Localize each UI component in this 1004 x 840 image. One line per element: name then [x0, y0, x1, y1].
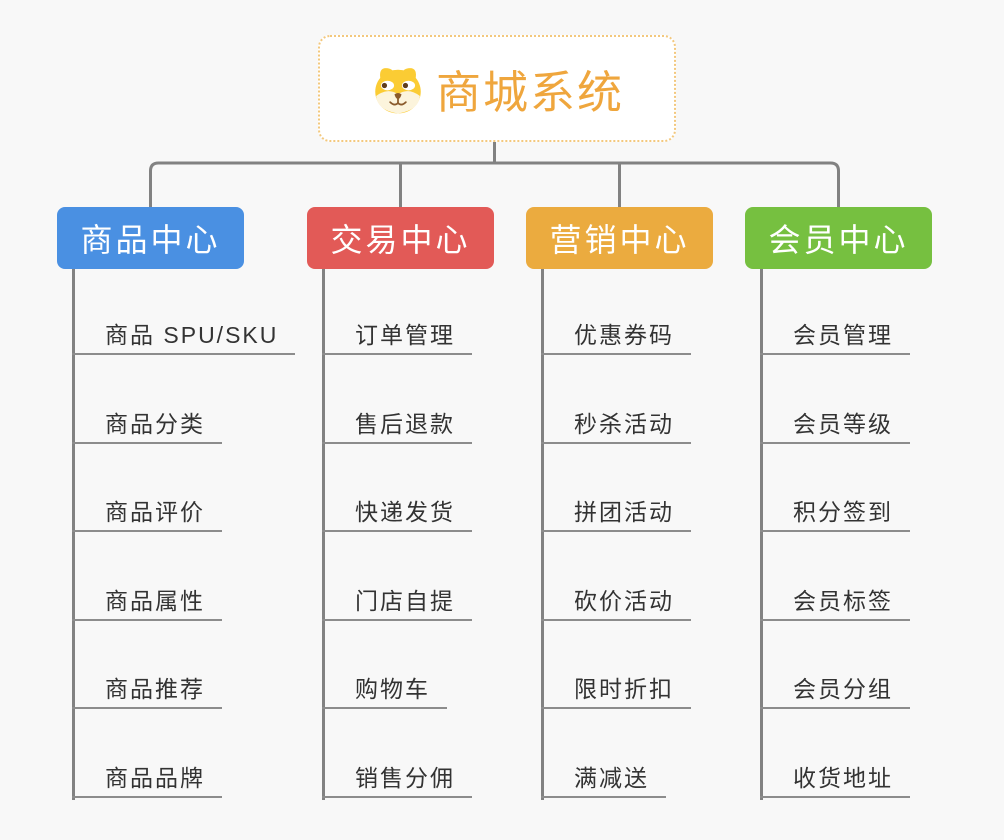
subtopic-list: 订单管理 售后退款 快递发货 门店自提 购物车 销售分佣 [307, 269, 494, 798]
subtopic-node-member-center-3[interactable]: 会员标签 [760, 582, 910, 621]
branch-connector-line [72, 269, 75, 800]
subtopic-node-member-center-4[interactable]: 会员分组 [760, 670, 910, 709]
branch-column-marketing-center: 营销中心 优惠券码 秒杀活动 拼团活动 砍价活动 限时折扣 满减送 [526, 207, 713, 800]
subtopic-node-trade-center-2[interactable]: 快递发货 [322, 493, 472, 532]
branch-label: 商品中心 [80, 222, 221, 258]
subtopic-row: 限时折扣 [526, 621, 713, 709]
subtopic-row: 收货地址 [745, 709, 932, 798]
subtopic-node-trade-center-5[interactable]: 销售分佣 [322, 759, 472, 798]
subtopic-row: 积分签到 [745, 444, 932, 532]
subtopic-node-trade-center-0[interactable]: 订单管理 [322, 316, 472, 355]
subtopic-row: 销售分佣 [307, 709, 494, 798]
subtopic-list: 会员管理 会员等级 积分签到 会员标签 会员分组 收货地址 [745, 269, 932, 798]
subtopic-row: 秒杀活动 [526, 355, 713, 444]
subtopic-row: 快递发货 [307, 444, 494, 532]
subtopic-node-product-center-4[interactable]: 商品推荐 [72, 670, 222, 709]
subtopic-node-product-center-3[interactable]: 商品属性 [72, 582, 222, 621]
subtopic-row: 商品属性 [57, 532, 244, 621]
subtopic-node-product-center-2[interactable]: 商品评价 [72, 493, 222, 532]
branch-column-product-center: 商品中心 商品 SPU/SKU 商品分类 商品评价 商品属性 商品推荐 商品品牌 [57, 207, 296, 800]
branch-connector-line [541, 269, 544, 800]
subtopic-row: 会员标签 [745, 532, 932, 621]
branch-label: 会员中心 [768, 222, 909, 258]
subtopic-row: 商品品牌 [57, 709, 244, 798]
branch-node-trade-center[interactable]: 交易中心 [307, 207, 494, 269]
subtopic-row: 商品推荐 [57, 621, 244, 709]
branch-connector-line [760, 269, 763, 800]
subtopic-row: 会员分组 [745, 621, 932, 709]
subtopic-node-marketing-center-0[interactable]: 优惠券码 [541, 316, 691, 355]
subtopic-node-product-center-5[interactable]: 商品品牌 [72, 759, 222, 798]
branch-label: 交易中心 [330, 222, 471, 258]
subtopic-node-product-center-0[interactable]: 商品 SPU/SKU [72, 316, 296, 355]
subtopic-node-marketing-center-2[interactable]: 拼团活动 [541, 493, 691, 532]
subtopic-node-member-center-2[interactable]: 积分签到 [760, 493, 910, 532]
branch-column-member-center: 会员中心 会员管理 会员等级 积分签到 会员标签 会员分组 收货地址 [745, 207, 932, 800]
subtopic-node-product-center-1[interactable]: 商品分类 [72, 405, 222, 444]
subtopic-node-marketing-center-1[interactable]: 秒杀活动 [541, 405, 691, 444]
subtopic-row: 售后退款 [307, 355, 494, 444]
subtopic-node-member-center-0[interactable]: 会员管理 [760, 316, 910, 355]
subtopic-list: 商品 SPU/SKU 商品分类 商品评价 商品属性 商品推荐 商品品牌 [57, 269, 296, 798]
subtopic-node-marketing-center-5[interactable]: 满减送 [541, 759, 666, 798]
root-title: 商城系统 [435, 67, 624, 118]
dog-face-icon [375, 67, 421, 113]
subtopic-row: 满减送 [526, 709, 713, 798]
subtopic-list: 优惠券码 秒杀活动 拼团活动 砍价活动 限时折扣 满减送 [526, 269, 713, 798]
subtopic-row: 优惠券码 [526, 269, 713, 355]
branch-node-marketing-center[interactable]: 营销中心 [526, 207, 713, 269]
subtopic-node-marketing-center-4[interactable]: 限时折扣 [541, 670, 691, 709]
subtopic-node-trade-center-1[interactable]: 售后退款 [322, 405, 472, 444]
subtopic-node-marketing-center-3[interactable]: 砍价活动 [541, 582, 691, 621]
root-node[interactable]: 商城系统 [318, 35, 676, 142]
subtopic-node-trade-center-3[interactable]: 门店自提 [322, 582, 472, 621]
branch-node-member-center[interactable]: 会员中心 [745, 207, 932, 269]
subtopic-row: 拼团活动 [526, 444, 713, 532]
branch-node-product-center[interactable]: 商品中心 [57, 207, 244, 269]
subtopic-node-trade-center-4[interactable]: 购物车 [322, 670, 447, 709]
branch-column-trade-center: 交易中心 订单管理 售后退款 快递发货 门店自提 购物车 销售分佣 [307, 207, 494, 800]
subtopic-node-member-center-5[interactable]: 收货地址 [760, 759, 910, 798]
subtopic-row: 商品分类 [57, 355, 244, 444]
branch-connector-line [322, 269, 325, 800]
branch-label: 营销中心 [549, 222, 690, 258]
subtopic-row: 门店自提 [307, 532, 494, 621]
subtopic-row: 订单管理 [307, 269, 494, 355]
subtopic-row: 会员管理 [745, 269, 932, 355]
subtopic-row: 会员等级 [745, 355, 932, 444]
subtopic-row: 商品评价 [57, 444, 244, 532]
subtopic-row: 商品 SPU/SKU [57, 269, 296, 355]
subtopic-row: 购物车 [307, 621, 494, 709]
subtopic-node-member-center-1[interactable]: 会员等级 [760, 405, 910, 444]
subtopic-row: 砍价活动 [526, 532, 713, 621]
